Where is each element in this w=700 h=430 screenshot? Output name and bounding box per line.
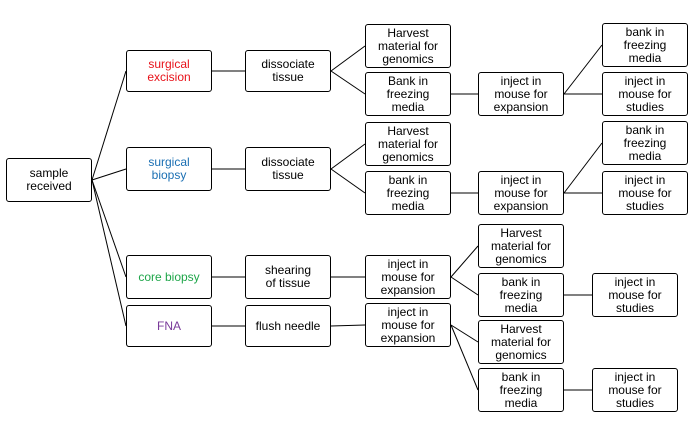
- node-inject-studies-4: inject in mouse for studies: [592, 368, 678, 412]
- node-bank-freezing-media-5: bank in freezing media: [602, 23, 688, 67]
- node-harvest-genomics-2: Harvest material for genomics: [365, 122, 451, 166]
- node-bank-freezing-media-2: bank in freezing media: [365, 171, 451, 215]
- node-inject-studies-2: inject in mouse for studies: [602, 171, 688, 215]
- connector-diss2-bank2: [330, 168, 366, 194]
- node-harvest-genomics-1: Harvest material for genomics: [365, 24, 451, 68]
- node-fna: FNA: [126, 305, 212, 347]
- connector-sample-core_bio: [91, 179, 127, 278]
- node-inject-expansion-2: inject in mouse for expansion: [478, 171, 564, 215]
- node-dissociate-tissue-1: dissociate tissue: [245, 50, 331, 92]
- node-dissociate-tissue-2: dissociate tissue: [245, 147, 331, 191]
- node-bank-freezing-media-3: bank in freezing media: [478, 273, 564, 317]
- connector-inj_fna-harv4: [450, 324, 479, 343]
- connector-sample-surg_exc: [91, 70, 127, 181]
- node-harvest-genomics-4: Harvest material for genomics: [478, 320, 564, 364]
- node-surgical-excision: surgical excision: [126, 50, 212, 92]
- node-core-biopsy: core biopsy: [126, 255, 212, 299]
- node-bank-freezing-media-6: bank in freezing media: [602, 121, 688, 165]
- connector-sample-surg_bio: [91, 168, 127, 181]
- node-flush-needle: flush needle: [245, 305, 331, 347]
- connector-flush-inj_fna: [330, 324, 366, 327]
- node-surgical-biopsy: surgical biopsy: [126, 147, 212, 191]
- connector-diss1-bank1: [330, 70, 366, 95]
- node-inject-expansion-fna: inject in mouse for expansion: [365, 303, 451, 347]
- node-harvest-genomics-3: Harvest material for genomics: [478, 224, 564, 268]
- node-inject-expansion-1: inject in mouse for expansion: [478, 72, 564, 116]
- connector-inj2-bank6: [563, 142, 603, 194]
- node-inject-expansion-core: inject in mouse for expansion: [365, 255, 451, 299]
- connector-inj_fna-bank4: [450, 324, 479, 391]
- node-sample-received: sample received: [6, 158, 92, 202]
- connector-inj1-bank5: [563, 44, 603, 95]
- node-bank-freezing-media-1: Bank in freezing media: [365, 72, 451, 116]
- connector-diss1-harv1: [330, 45, 366, 72]
- node-inject-studies-1: inject in mouse for studies: [602, 72, 688, 116]
- node-shearing-of-tissue: shearing of tissue: [245, 255, 331, 299]
- connector-sample-fna: [91, 179, 127, 327]
- connector-inj_core-bank3: [450, 276, 479, 296]
- node-inject-studies-3: inject in mouse for studies: [592, 273, 678, 317]
- connector-diss2-harv2: [330, 143, 366, 170]
- connector-inj_core-harv3: [450, 245, 479, 278]
- node-bank-freezing-media-4: bank in freezing media: [478, 368, 564, 412]
